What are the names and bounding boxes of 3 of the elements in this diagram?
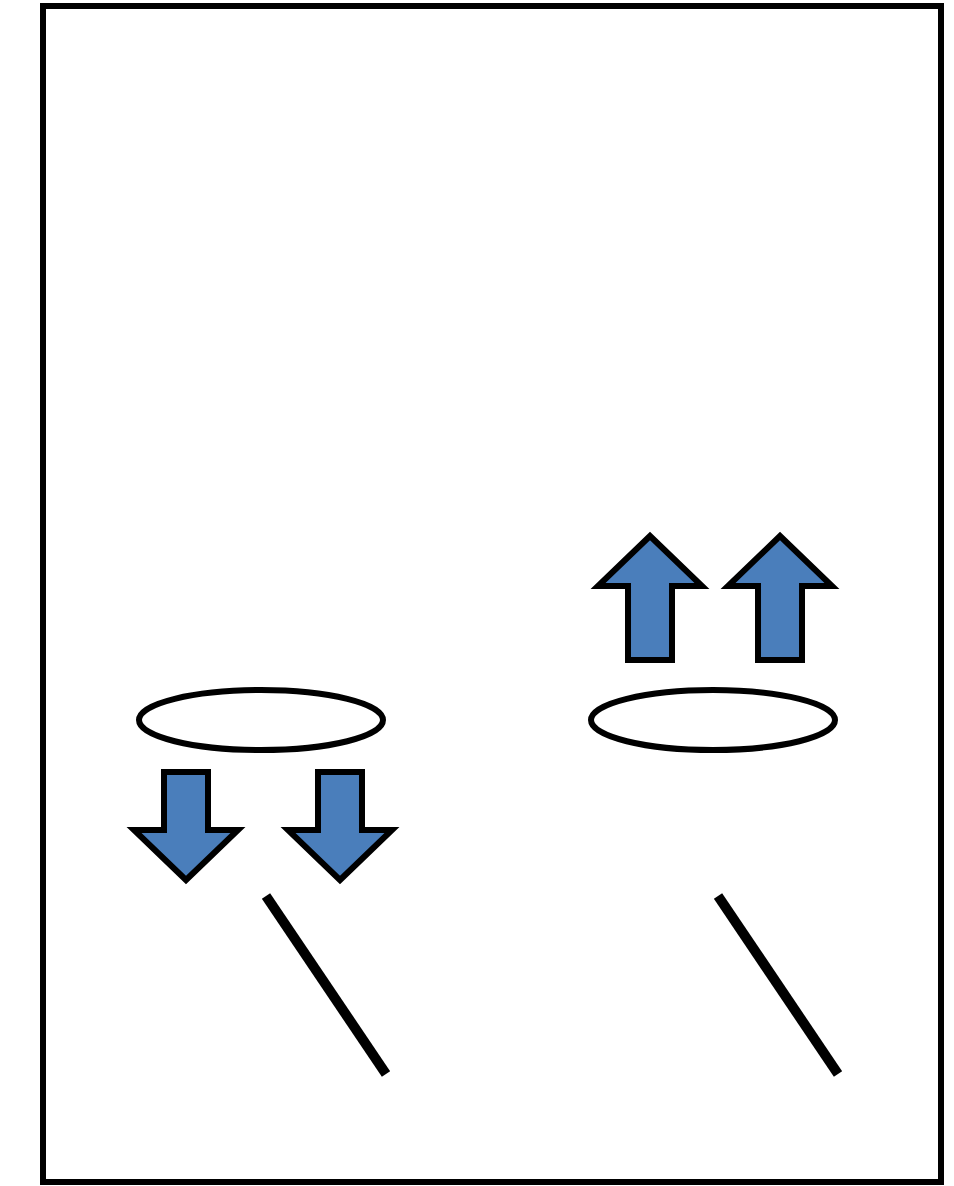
ellipse — [136, 687, 386, 753]
ellipse — [588, 687, 838, 753]
frame — [40, 3, 944, 1185]
